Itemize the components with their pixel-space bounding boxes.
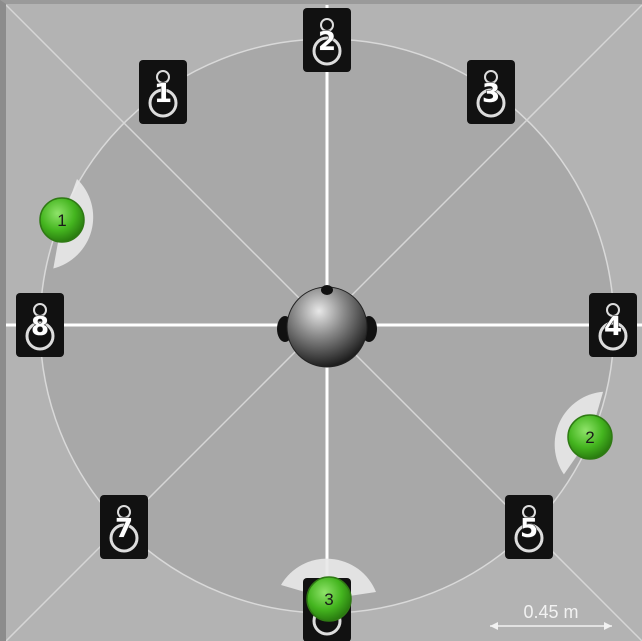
- scale-bar: 0.45 m: [490, 602, 612, 630]
- speaker-5[interactable]: 5: [505, 495, 553, 559]
- source-2[interactable]: 2: [568, 415, 612, 459]
- speaker-label: 3: [482, 79, 500, 109]
- source-3[interactable]: 3: [307, 577, 351, 621]
- speaker-label: 4: [604, 312, 622, 342]
- speaker-4[interactable]: 4: [589, 293, 637, 357]
- speaker-label: 8: [31, 312, 49, 342]
- source-label: 2: [585, 428, 594, 447]
- speaker-7[interactable]: 7: [100, 495, 148, 559]
- speaker-8[interactable]: 8: [16, 293, 64, 357]
- scale-label: 0.45 m: [523, 602, 578, 622]
- source-label: 3: [324, 590, 333, 609]
- speaker-label: 5: [520, 514, 538, 544]
- panner-svg[interactable]: 1 2 3 4 5 6 7 8: [6, 4, 642, 641]
- speaker-1[interactable]: 1: [139, 60, 187, 124]
- speaker-label: 7: [115, 514, 133, 544]
- speaker-label: 1: [154, 79, 172, 109]
- speaker-3[interactable]: 3: [467, 60, 515, 124]
- source-1[interactable]: 1: [40, 198, 84, 242]
- speaker-2[interactable]: 2: [303, 8, 351, 72]
- source-label: 1: [57, 211, 66, 230]
- speaker-label: 2: [318, 27, 336, 57]
